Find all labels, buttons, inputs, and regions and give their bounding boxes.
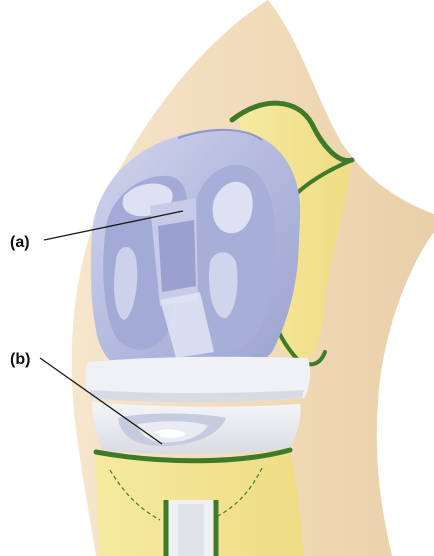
tibial-stem-core: [178, 504, 204, 556]
callout-label-b: (b): [10, 351, 30, 368]
callout-label-a: (a): [10, 234, 30, 251]
intercondylar-box-shadow: [158, 220, 196, 292]
